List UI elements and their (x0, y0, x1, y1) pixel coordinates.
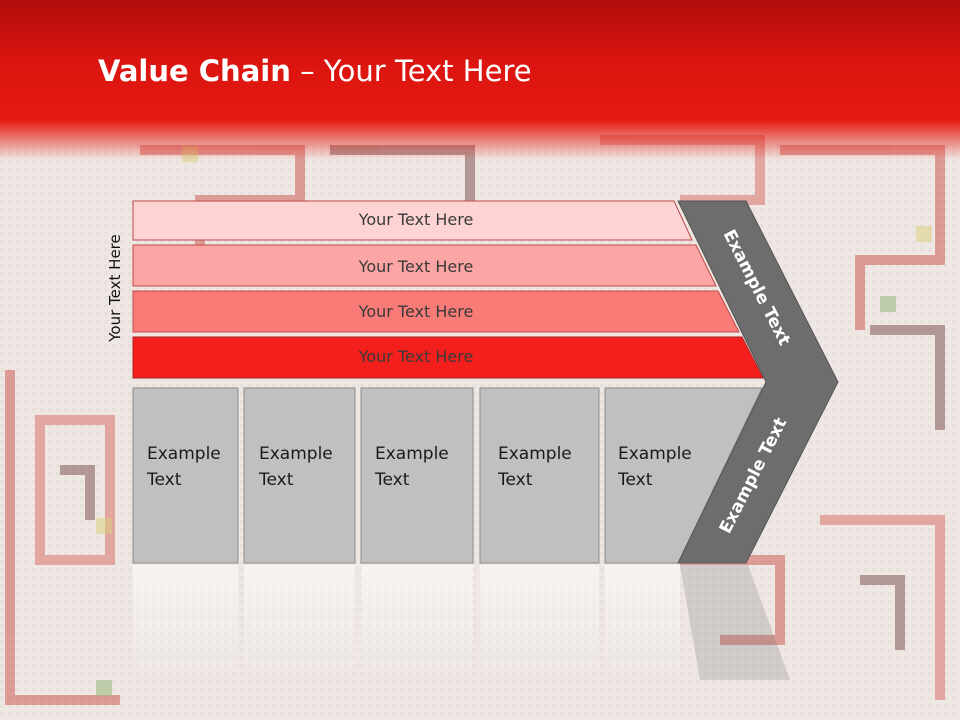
column-1 (132, 387, 239, 564)
bar-3-label: Your Text Here (358, 302, 474, 321)
column-2 (243, 387, 356, 564)
bar-2-label: Your Text Here (358, 257, 474, 276)
header-band (0, 0, 960, 160)
column-2-label-line2: Text (258, 470, 294, 490)
title-bold: Value Chain (98, 54, 291, 88)
reflection (133, 565, 790, 685)
column-4 (479, 387, 600, 564)
bar-1-label: Your Text Here (358, 210, 474, 229)
column-3-label-line1: Example (375, 444, 449, 464)
column-4-label-line2: Text (497, 470, 533, 490)
bar-4-label: Your Text Here (358, 347, 474, 366)
bar-3 (132, 290, 740, 333)
title-rest: – Your Text Here (290, 54, 532, 88)
slide-title: Value Chain – Your Text Here (98, 54, 532, 88)
column-2-label-line1: Example (259, 444, 333, 464)
column-4-label-line1: Example (498, 444, 572, 464)
column-5-label-line1: Example (618, 444, 692, 464)
chevron-arrow (677, 200, 839, 564)
column-5-label-line2: Text (617, 470, 653, 490)
column-3-label-line2: Text (374, 470, 410, 490)
bar-1 (132, 200, 693, 241)
bar-4 (132, 336, 764, 379)
bar-2 (132, 244, 717, 287)
column-1-label-line1: Example (147, 444, 221, 464)
column-1-label-line2: Text (146, 470, 182, 490)
column-3 (360, 387, 474, 564)
